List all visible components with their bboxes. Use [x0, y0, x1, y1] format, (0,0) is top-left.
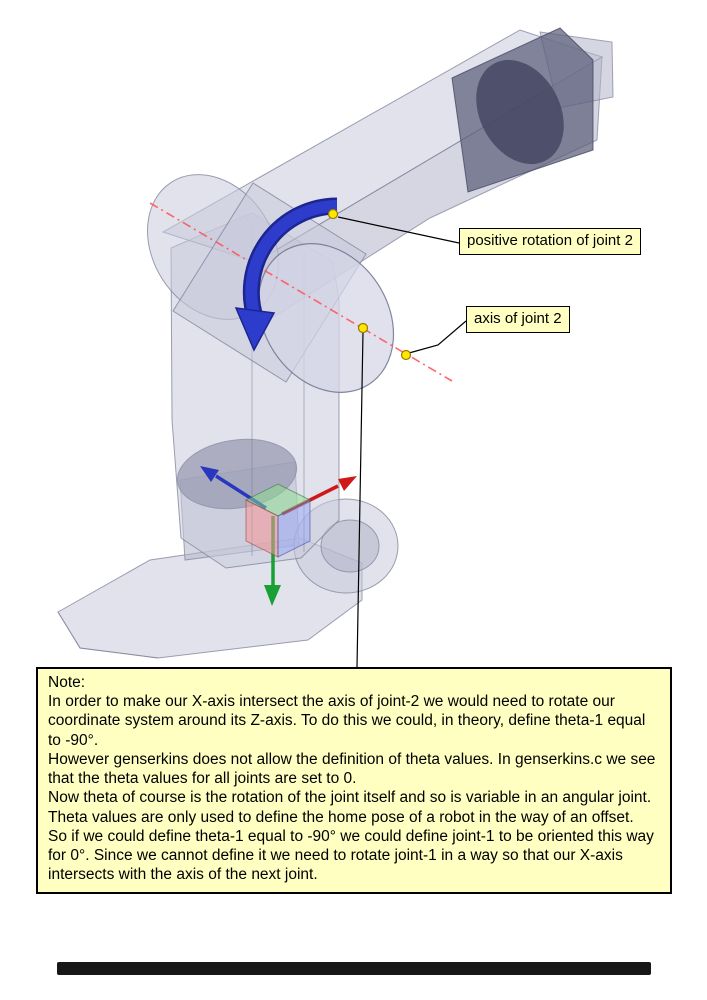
joint2-axis-line: [149, 202, 453, 382]
note-paragraphs: In order to make our X-axis intersect th…: [48, 692, 660, 884]
robot-base-edge: [57, 611, 159, 659]
diagram-canvas: [57, 27, 614, 668]
cube-right-face: [277, 499, 311, 558]
robot-arm-illustration: [57, 27, 614, 659]
joint1-side-cylinder-core: [320, 519, 380, 573]
rotation-marker-dot: [327, 208, 339, 220]
positive-rotation-arrow: [234, 197, 338, 352]
wrist-dark-core: [476, 59, 564, 165]
axis-callout-leader: [408, 320, 467, 354]
note-title: Note:: [48, 674, 86, 691]
axis-marker-dot-2: [400, 349, 412, 361]
y-axis-arrowhead: [264, 585, 281, 606]
z-axis-arrowhead: [200, 466, 219, 482]
x-axis-arrowhead: [338, 476, 357, 491]
axis-to-note-leader: [356, 331, 364, 668]
note-paragraph: In order to make our X-axis intersect th…: [48, 693, 646, 749]
coordinate-frame-triad: [200, 466, 357, 606]
callout-positive-rotation: positive rotation of joint 2: [459, 228, 641, 255]
bottom-bar: [57, 962, 651, 975]
note-box: Note: In order to make our X-axis inters…: [36, 667, 672, 895]
callout-axis-of-joint2: axis of joint 2: [466, 306, 570, 333]
axis-marker-dot-1: [357, 322, 369, 334]
note-paragraph: Now theta of course is the rotation of t…: [48, 789, 652, 826]
origin-cube: [244, 483, 312, 558]
rotation-callout-leader: [337, 216, 460, 244]
joint2-front-disc: [257, 243, 395, 393]
note-paragraph: So if we could define theta-1 equal to -…: [48, 827, 654, 884]
rotation-arrow-stroke: [245, 200, 338, 322]
note-paragraph: However genserkins does not allow the de…: [48, 750, 656, 788]
rotation-arrowhead: [234, 307, 276, 352]
